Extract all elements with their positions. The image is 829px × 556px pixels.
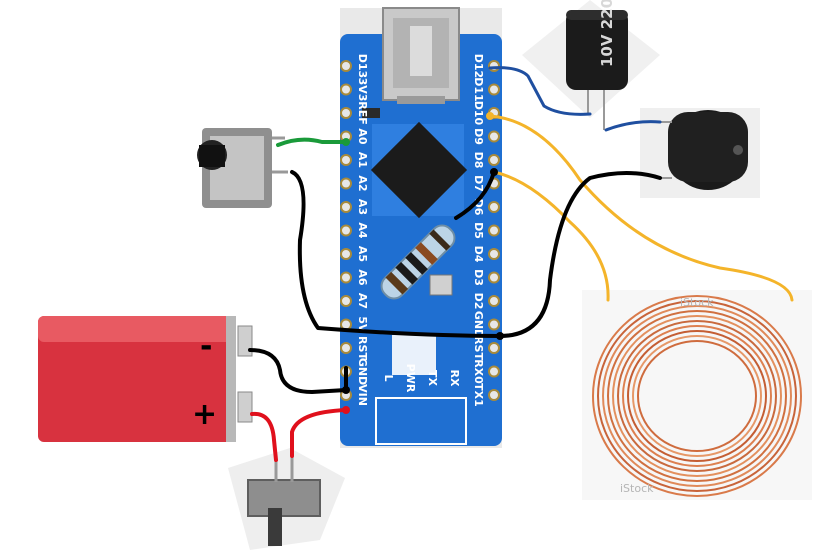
pin-hole xyxy=(488,201,500,213)
pin-label: D8 xyxy=(472,152,485,169)
wire-black-buzzer xyxy=(498,171,662,338)
usb-connector xyxy=(382,7,460,104)
pin-label: A0 xyxy=(356,128,369,145)
buzzer xyxy=(640,108,760,198)
battery-9v: - + xyxy=(38,316,253,442)
wire-black-button xyxy=(290,170,502,338)
pin-label: D3 xyxy=(472,269,485,286)
battery-plus-label: + xyxy=(192,397,217,432)
pin-hole xyxy=(340,224,352,237)
junction-gnd xyxy=(342,386,350,394)
pin-hole xyxy=(488,271,500,284)
status-led-labels: L PWR TX RX xyxy=(382,364,461,393)
pin-hole xyxy=(488,224,500,237)
junction-vin xyxy=(342,406,350,414)
pin-label: 3V3 xyxy=(356,78,369,102)
copper-coil: iStock iStock xyxy=(582,290,812,500)
pin-hole xyxy=(340,248,352,260)
pin-hole xyxy=(488,60,500,72)
pin-label: D7 xyxy=(472,175,485,192)
pin-hole xyxy=(488,83,500,96)
pin-label: GND xyxy=(472,311,485,338)
wire-orange-1 xyxy=(488,114,794,302)
resistor xyxy=(380,224,456,300)
pin-label: D4 xyxy=(472,246,485,263)
capacitor: 10V 220 xyxy=(522,0,660,130)
pin-label: REF xyxy=(356,101,369,125)
pin-label: D13 xyxy=(356,54,369,78)
pin-label: RX0 xyxy=(472,359,485,384)
pin-hole xyxy=(340,154,352,166)
pin-hole xyxy=(340,107,352,119)
pin-hole xyxy=(488,389,500,401)
slide-switch xyxy=(228,448,345,550)
pin-label: RST xyxy=(356,336,369,360)
pin-hole xyxy=(488,154,500,166)
pin-hole xyxy=(488,248,500,260)
junction-a0 xyxy=(342,138,350,146)
pin-label: A1 xyxy=(356,152,369,168)
pin-label: A5 xyxy=(356,246,369,262)
pin-hole xyxy=(340,201,352,213)
pin-hole xyxy=(488,342,500,354)
pin-label: TX1 xyxy=(472,383,485,407)
pin-hole xyxy=(340,83,352,96)
pin-label: D9 xyxy=(472,128,485,145)
pin-hole xyxy=(488,130,500,143)
pin-label: A3 xyxy=(356,199,369,215)
led-label: L xyxy=(382,374,395,381)
pin-hole xyxy=(488,318,500,331)
wire-red-battery xyxy=(250,411,278,462)
watermark-bottom: iStock xyxy=(620,482,654,495)
pin-label: VIN xyxy=(356,384,369,406)
wire-blue-capacitor xyxy=(488,66,592,116)
wire-orange-2 xyxy=(492,170,610,302)
pin-hole xyxy=(340,271,352,284)
pin-label: A6 xyxy=(356,269,369,286)
microcontroller-chip xyxy=(370,121,468,219)
pin-label: A7 xyxy=(356,293,369,309)
junction-d8 xyxy=(490,168,498,176)
pin-label: D10 xyxy=(472,101,485,126)
wires xyxy=(248,66,794,462)
led-label: PWR xyxy=(404,364,417,393)
junction-d10 xyxy=(486,112,494,120)
pin-label: A4 xyxy=(356,222,369,239)
pin-hole xyxy=(340,295,352,307)
wire-black-battery xyxy=(248,348,348,394)
pin-hole xyxy=(488,295,500,307)
push-button xyxy=(197,128,288,208)
pin-hole xyxy=(340,342,352,354)
led-label: TX xyxy=(426,370,439,387)
arduino-nano-board xyxy=(340,7,502,448)
wire-red-vin xyxy=(290,408,348,458)
pin-label: D5 xyxy=(472,222,485,239)
battery-minus-label: - xyxy=(200,329,212,364)
pin-label: 5V xyxy=(356,316,369,333)
watermark-top: iStock xyxy=(680,296,714,309)
wire-blue-buzzer xyxy=(604,120,662,132)
pin-label: D11 xyxy=(472,77,485,101)
pin-label: D12 xyxy=(472,54,485,78)
capacitor-label: 10V 220 xyxy=(598,0,616,67)
pin-hole xyxy=(488,365,500,378)
led-label: RX xyxy=(448,370,461,387)
pin-label: D2 xyxy=(472,293,485,310)
junction-gnd-right xyxy=(496,332,504,340)
wire-black-resistor xyxy=(454,170,496,220)
pin-label: A2 xyxy=(356,175,369,191)
pin-label: GND xyxy=(356,358,369,385)
pin-label: RST xyxy=(472,336,485,360)
pin-hole xyxy=(340,60,352,72)
pin-hole xyxy=(340,177,352,190)
wire-green xyxy=(276,137,348,147)
